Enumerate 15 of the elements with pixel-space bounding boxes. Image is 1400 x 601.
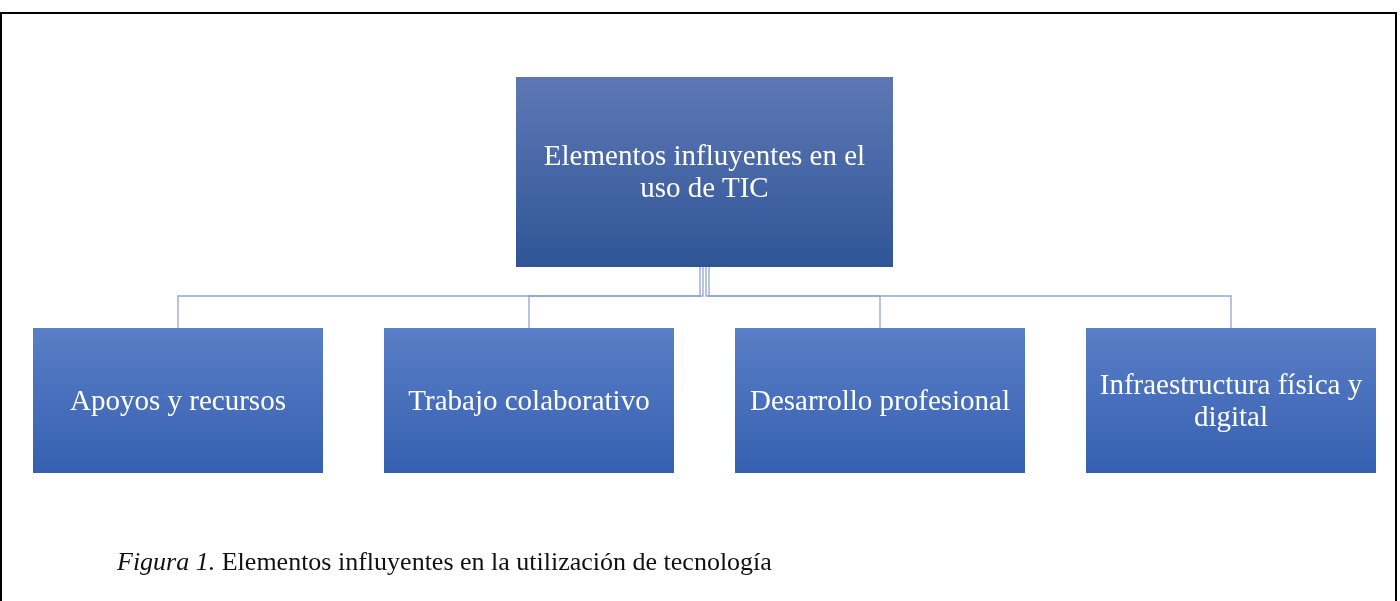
connector-line <box>708 266 1232 329</box>
box-label: Apoyos y recursos <box>70 384 286 417</box>
connector-line <box>528 266 704 329</box>
box-label: Infraestructura física y digital <box>1098 368 1364 433</box>
category-box <box>1086 328 1376 473</box>
connector-line <box>177 266 701 329</box>
figure-caption: Figura 1. Elementos influyentes en la utilización de tecnología <box>117 547 772 577</box>
root-box <box>516 77 893 267</box>
box-label: Trabajo colaborativo <box>408 384 650 417</box>
box-label: Desarrollo profesional <box>749 384 1011 417</box>
category-box <box>384 328 674 473</box>
category-box <box>33 328 323 473</box>
connector-line <box>705 266 881 329</box>
category-box <box>735 328 1025 473</box>
box-label: Elementos influyentes en el uso de TIC <box>542 140 867 204</box>
